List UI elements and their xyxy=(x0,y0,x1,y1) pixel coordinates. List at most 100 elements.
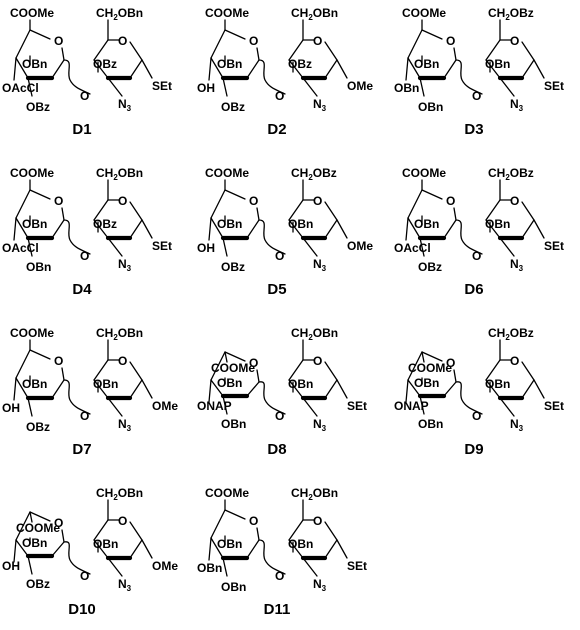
right-anomeric-bond xyxy=(141,219,153,239)
left-o4-label: OBn xyxy=(197,561,222,575)
glycosidic-oxygen: O xyxy=(472,249,481,263)
left-o2-label: OBz xyxy=(221,100,245,114)
right-ring-bond-c3-c4 xyxy=(93,539,109,559)
right-ring-bond-c1-c2 xyxy=(324,219,338,239)
left-ring-bond-c4-c5 xyxy=(407,189,423,219)
glycosidic-linkage xyxy=(455,59,483,95)
left-o2-bond xyxy=(419,237,425,257)
left-ring-bond-c5-o xyxy=(421,351,443,362)
right-azide-label: N3 xyxy=(510,97,524,113)
left-o4-label: OH xyxy=(197,241,215,255)
right-ring-bond-o-c1 xyxy=(324,361,338,381)
right-azide-label: N3 xyxy=(313,417,327,433)
left-o2-label: OBn xyxy=(221,417,246,431)
glycosidic-oxygen: O xyxy=(80,249,89,263)
left-ring-bond-c5-o xyxy=(224,351,246,362)
right-c6-label: CH2OBn xyxy=(96,166,143,182)
right-anomeric-label: OMe xyxy=(152,399,178,413)
left-o4-bond xyxy=(13,217,17,241)
right-n3-bond xyxy=(107,237,123,257)
right-anomeric-bond xyxy=(336,59,348,79)
left-ring-bond-c1-c2 xyxy=(246,219,260,239)
right-o3-label: OBn xyxy=(485,217,510,231)
left-ring-bond-c4-c5 xyxy=(15,29,31,59)
left-ring-bond-c5-o xyxy=(224,29,246,40)
left-ring-bond-c3-c4 xyxy=(15,539,29,557)
right-anomeric-label: OMe xyxy=(347,79,373,93)
left-ring-oxygen: O xyxy=(54,194,63,208)
left-ring-bond-c5-o xyxy=(224,509,246,520)
left-o2-bond xyxy=(27,555,33,575)
glycosidic-linkage xyxy=(63,219,91,255)
right-c6-label: CH2OBn xyxy=(291,486,338,502)
left-ring-bond-c3-c4 xyxy=(407,57,421,79)
right-ring-bond-c3-c4 xyxy=(288,59,304,79)
compound-label: D10 xyxy=(68,601,96,618)
right-ring-bond-c1-c2 xyxy=(521,59,535,79)
compound-label: D7 xyxy=(72,441,91,458)
right-n3-bond xyxy=(302,397,318,417)
right-ring-bond-c4-c5 xyxy=(485,39,501,61)
right-azide-label: N3 xyxy=(510,417,524,433)
left-ring-bond-c3-c4 xyxy=(210,379,224,397)
left-c6-label: COOMe xyxy=(402,6,446,20)
right-anomeric-label: SEt xyxy=(347,399,367,413)
right-ring-bond-c4-c5 xyxy=(485,199,501,221)
right-ring-oxygen: O xyxy=(313,194,322,208)
left-ring-oxygen: O xyxy=(249,514,258,528)
left-ring-bond-o-c1 xyxy=(453,47,457,61)
glycosidic-oxygen: O xyxy=(275,249,284,263)
left-ring-bond-c4-c5 xyxy=(407,351,423,381)
right-ring-bond-c3-c4 xyxy=(485,59,501,79)
right-ring-bond-c4-c5 xyxy=(93,39,109,61)
left-ring-oxygen: O xyxy=(446,34,455,48)
left-c6-bond xyxy=(29,511,33,523)
right-anomeric-label: SEt xyxy=(152,239,172,253)
right-ring-bond-c3-c4 xyxy=(93,59,109,79)
right-azide-label: N3 xyxy=(510,257,524,273)
right-ring-bond-c4-c5 xyxy=(288,39,304,61)
left-ring-bond-c1-c2 xyxy=(443,381,457,397)
left-o3-label: OBn xyxy=(217,537,242,551)
left-c6-label: COOMe xyxy=(10,6,54,20)
left-o4-bond xyxy=(13,57,17,81)
right-ring-bond-c3-c4 xyxy=(93,379,109,399)
left-ring-bond-c1-c2 xyxy=(246,381,260,397)
left-ring-bond-c4-c5 xyxy=(210,29,226,59)
left-o2-bond xyxy=(27,77,33,97)
left-c6-bond xyxy=(224,351,228,363)
left-o4-bond xyxy=(13,377,17,401)
right-ring-bond-o-c1 xyxy=(324,41,338,61)
left-ring-bond-c5-o xyxy=(29,29,51,40)
left-ring-bond-o-c1 xyxy=(61,367,65,381)
right-ring-bond-o-c1 xyxy=(324,521,338,541)
left-o4-label: ONAP xyxy=(197,399,232,413)
left-ring-bond-c4-c5 xyxy=(15,189,31,219)
right-ring-bond-c3-c4 xyxy=(93,219,109,239)
left-c6-label: COOMe xyxy=(10,166,54,180)
left-c6-label: COOMe xyxy=(205,486,249,500)
right-ring-oxygen: O xyxy=(118,514,127,528)
left-o2-bond xyxy=(27,397,33,417)
right-ring-bond-c1-c2 xyxy=(521,379,535,399)
right-anomeric-label: OMe xyxy=(152,559,178,573)
right-azide-label: N3 xyxy=(313,97,327,113)
right-ring-bond-c1-c2 xyxy=(324,539,338,559)
right-anomeric-label: OMe xyxy=(347,239,373,253)
left-c6-bond xyxy=(421,351,425,363)
right-azide-label: N3 xyxy=(118,257,132,273)
right-o3-label: OBn xyxy=(93,537,118,551)
left-c6-label: COOMe xyxy=(408,361,452,375)
right-ring-oxygen: O xyxy=(313,514,322,528)
glycosidic-oxygen: O xyxy=(80,89,89,103)
right-n3-bond xyxy=(499,77,515,97)
left-o2-label: OBz xyxy=(26,100,50,114)
right-ring-bond-c3-c4 xyxy=(485,219,501,239)
